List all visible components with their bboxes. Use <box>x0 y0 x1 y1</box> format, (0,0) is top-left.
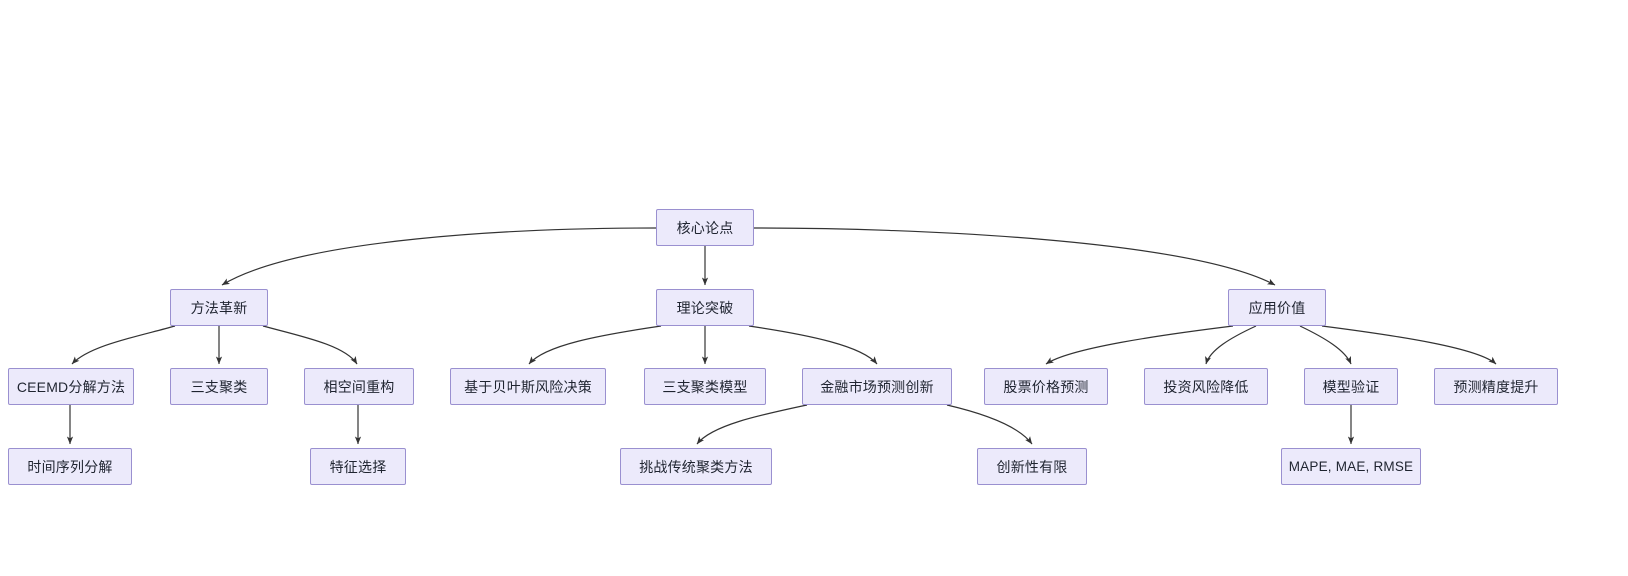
edge-l2c-to-l3g <box>1045 325 1234 365</box>
node-l3h[interactable]: 投资风险降低 <box>1144 368 1268 405</box>
node-label: 三支聚类模型 <box>662 378 748 395</box>
edge-root-to-l2a <box>221 227 657 286</box>
node-label: 投资风险降低 <box>1163 378 1249 395</box>
node-label: 基于贝叶斯风险决策 <box>464 378 592 395</box>
node-l3i[interactable]: 模型验证 <box>1304 368 1398 405</box>
edge-l2b-to-l3f <box>748 325 878 365</box>
node-l3d[interactable]: 基于贝叶斯风险决策 <box>450 368 606 405</box>
node-label: 金融市场预测创新 <box>820 378 934 395</box>
edge-l2c-to-l3h <box>1205 325 1257 365</box>
node-l3g[interactable]: 股票价格预测 <box>984 368 1108 405</box>
node-l4a[interactable]: 时间序列分解 <box>8 448 132 485</box>
node-l4b[interactable]: 特征选择 <box>310 448 406 485</box>
node-label: 应用价值 <box>1248 299 1306 316</box>
node-l4c[interactable]: 挑战传统聚类方法 <box>620 448 772 485</box>
node-label: 创新性有限 <box>996 458 1068 475</box>
node-l2c[interactable]: 应用价值 <box>1228 289 1326 326</box>
node-label: 相空间重构 <box>323 378 395 395</box>
edge-root-to-l2c <box>753 227 1276 286</box>
node-label: 预测精度提升 <box>1453 378 1539 395</box>
node-l3c[interactable]: 相空间重构 <box>304 368 414 405</box>
node-label: 核心论点 <box>676 219 734 236</box>
node-label: 挑战传统聚类方法 <box>639 458 753 475</box>
node-label: 特征选择 <box>329 458 387 475</box>
node-l3b[interactable]: 三支聚类 <box>170 368 268 405</box>
node-l4d[interactable]: 创新性有限 <box>977 448 1087 485</box>
edge-l2c-to-l3i <box>1299 325 1352 365</box>
edge-group <box>66 227 1497 445</box>
node-l4e[interactable]: MAPE, MAE, RMSE <box>1281 448 1421 485</box>
node-label: MAPE, MAE, RMSE <box>1288 458 1414 474</box>
node-l2a[interactable]: 方法革新 <box>170 289 268 326</box>
edge-l3f-to-l4c <box>696 404 808 445</box>
edge-l2c-to-l3j <box>1321 325 1497 365</box>
node-l3f[interactable]: 金融市场预测创新 <box>802 368 952 405</box>
node-label: CEEMD分解方法 <box>16 378 126 395</box>
node-label: 方法革新 <box>190 299 248 316</box>
edge-l2a-to-l3a <box>71 325 176 365</box>
edge-l2a-to-l3c <box>262 325 358 365</box>
node-l3a[interactable]: CEEMD分解方法 <box>8 368 134 405</box>
node-label: 股票价格预测 <box>1003 378 1089 395</box>
node-label: 模型验证 <box>1322 378 1380 395</box>
edge-l2b-to-l3d <box>528 325 662 365</box>
node-l2b[interactable]: 理论突破 <box>656 289 754 326</box>
node-label: 理论突破 <box>676 299 734 316</box>
edge-l3f-to-l4d <box>946 404 1033 445</box>
node-label: 时间序列分解 <box>27 458 113 475</box>
node-l3e[interactable]: 三支聚类模型 <box>644 368 766 405</box>
node-label: 三支聚类 <box>190 378 248 395</box>
node-l3j[interactable]: 预测精度提升 <box>1434 368 1558 405</box>
node-root[interactable]: 核心论点 <box>656 209 754 246</box>
